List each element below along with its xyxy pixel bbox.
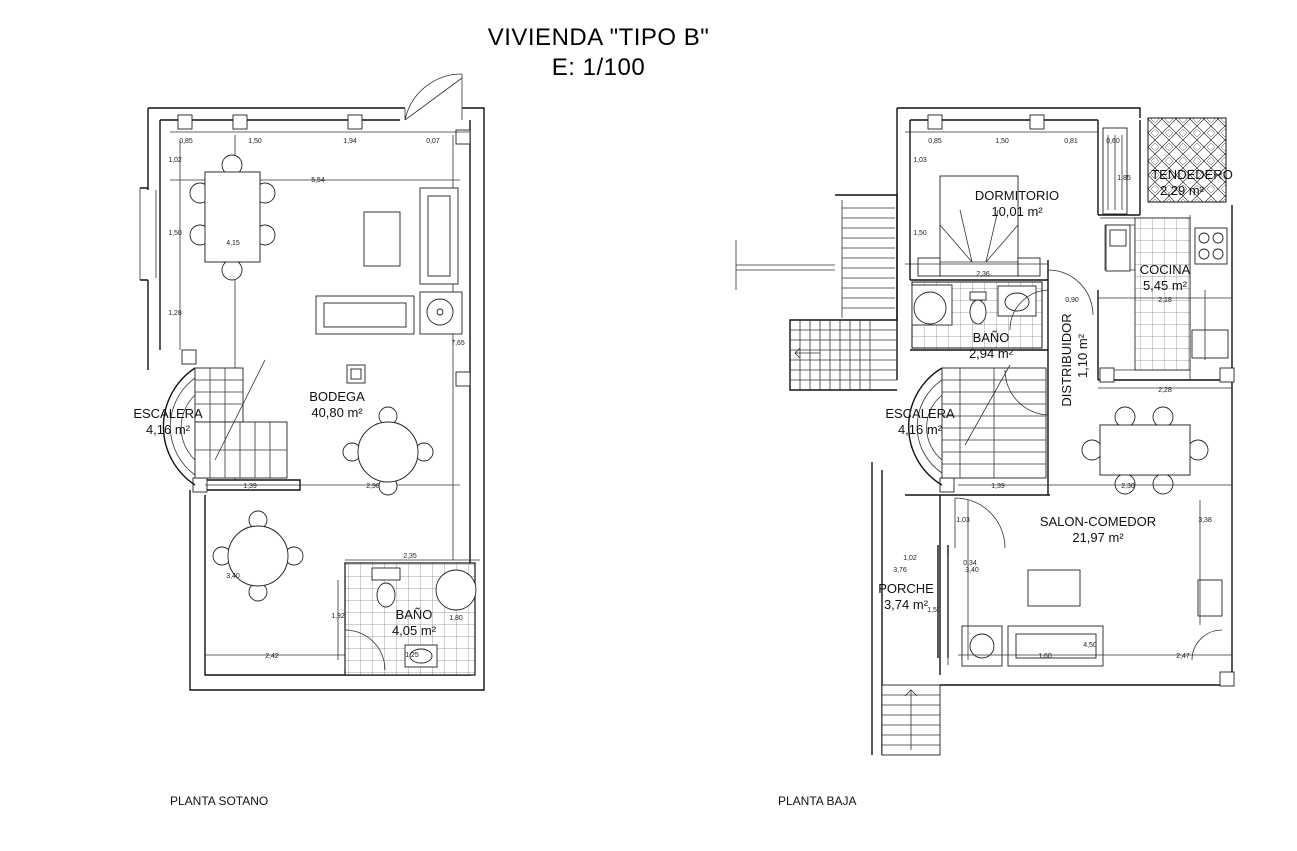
sotano-entry-door — [404, 73, 463, 121]
dim: 0,60 — [1106, 138, 1120, 145]
dim: 0,85 — [179, 138, 193, 145]
baja-tendedero-name: TENDEDERO — [1151, 167, 1233, 182]
baja-bano-name: BAÑO — [973, 330, 1010, 345]
sotano-bano-area: 4,05 m² — [392, 623, 437, 638]
dim: 1,92 — [331, 613, 345, 620]
dim: 2,98 — [366, 483, 380, 490]
plan-baja: DORMITORIO 10,01 m² TENDEDERO 2,29 m² CO… — [735, 107, 1235, 808]
dim: 4,15 — [226, 240, 240, 247]
dim: 3,40 — [226, 573, 240, 580]
baja-exterior-stair — [735, 194, 898, 391]
dim: 1,02 — [168, 157, 182, 164]
sotano-escalera-area: 4,16 m² — [146, 422, 191, 437]
baja-coffee-table — [1027, 569, 1081, 607]
baja-distribuidor-area: 1,10 m² — [1075, 333, 1090, 378]
baja-salon-name: SALON-COMEDOR — [1040, 514, 1156, 529]
drawing-scale: E: 1/100 — [551, 54, 646, 81]
dim: 2,42 — [265, 653, 279, 660]
dim: 1,94 — [343, 138, 357, 145]
sotano-bodega-area: 40,80 m² — [311, 405, 363, 420]
dim: 1,39 — [991, 483, 1005, 490]
dim: 2,47 — [1176, 653, 1190, 660]
dim: 1,39 — [243, 483, 257, 490]
dim: 2,28 — [1158, 387, 1172, 394]
baja-spiral-stair — [908, 364, 1049, 486]
baja-cocina-area: 5,45 m² — [1143, 278, 1188, 293]
baja-escalera-name: ESCALERA — [885, 406, 955, 421]
dim: 0,90 — [1065, 297, 1079, 304]
dim: 0,34 — [963, 560, 977, 567]
dim: 3,76 — [893, 567, 907, 574]
sotano-spiral-stair — [162, 359, 288, 486]
sotano-escalera-name: ESCALERA — [133, 406, 203, 421]
dim: 1,50 — [248, 138, 262, 145]
dim: 2,18 — [1158, 297, 1172, 304]
dim: 1,85 — [1117, 175, 1131, 182]
sotano-bano-name: BAÑO — [396, 607, 433, 622]
dim: 1,02 — [903, 555, 917, 562]
dim: 2,36 — [976, 271, 990, 278]
dim: 2,35 — [403, 553, 417, 560]
baja-stove — [1194, 227, 1228, 265]
dim: 5,54 — [311, 177, 325, 184]
dim: 1,03 — [913, 157, 927, 164]
dim: 1,80 — [449, 615, 463, 622]
dim: 0,85 — [928, 138, 942, 145]
dim: 1,50 — [927, 607, 941, 614]
baja-salon-area: 21,97 m² — [1072, 530, 1124, 545]
dim: 1,28 — [168, 310, 182, 317]
dim: 1,60 — [1038, 653, 1052, 660]
drawing-title: VIVIENDA "TIPO B" — [487, 24, 710, 51]
sotano-outer-wall — [140, 107, 485, 691]
sotano-inner-wall — [159, 119, 471, 676]
dim: 1,25 — [405, 652, 419, 659]
baja-porche-name: PORCHE — [878, 581, 934, 596]
dim: 1,50 — [168, 230, 182, 237]
plan-baja-label: PLANTA BAJA — [778, 794, 856, 808]
baja-escalera-area: 4,16 m² — [898, 422, 943, 437]
dim: 1,50 — [913, 230, 927, 237]
baja-porche-area: 3,74 m² — [884, 597, 929, 612]
baja-cocina-floor — [1134, 217, 1191, 371]
dim: 2,30 — [1121, 483, 1135, 490]
dim: 4,50 — [1083, 642, 1097, 649]
baja-bed — [939, 175, 1019, 277]
dim: 3,38 — [1198, 517, 1212, 524]
sotano-bodega-name: BODEGA — [309, 389, 365, 404]
plan-sotano: ESCALERA 4,16 m² BODEGA 40,80 m² BAÑO 4,… — [133, 73, 485, 808]
dim: 7,65 — [451, 340, 465, 347]
baja-inner-wall — [910, 119, 1232, 495]
baja-bano-area: 2,94 m² — [969, 346, 1014, 361]
dim: 0,81 — [1064, 138, 1078, 145]
plan-sotano-label: PLANTA SOTANO — [170, 794, 268, 808]
baja-tendedero-hatch — [1147, 117, 1227, 203]
dim: 3,40 — [965, 567, 979, 574]
baja-tendedero-area: 2,29 m² — [1160, 183, 1205, 198]
dim: 0,07 — [426, 138, 440, 145]
dim: 1,50 — [995, 138, 1009, 145]
dim: 1,03 — [956, 517, 970, 524]
sotano-coffee-table — [363, 211, 401, 267]
baja-dormitorio-name: DORMITORIO — [975, 188, 1059, 203]
baja-dormitorio-area: 10,01 m² — [991, 204, 1043, 219]
baja-cocina-name: COCINA — [1140, 262, 1191, 277]
baja-distribuidor-name: DISTRIBUIDOR — [1059, 313, 1074, 406]
